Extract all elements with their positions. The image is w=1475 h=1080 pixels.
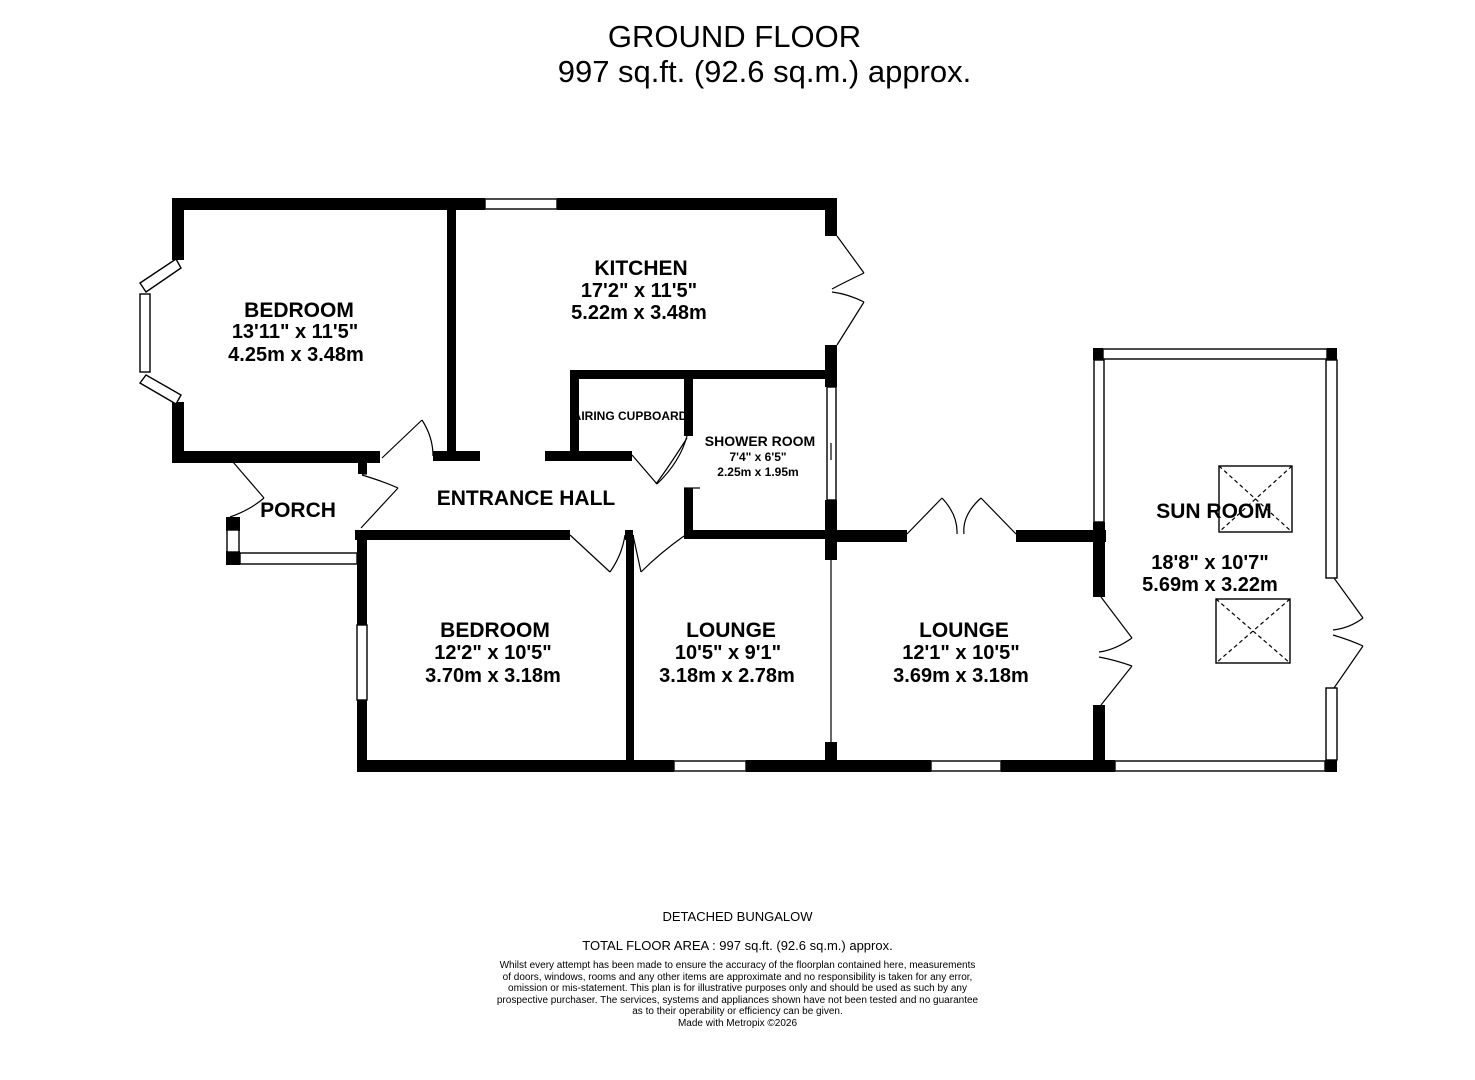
room-dim-imperial: 13'11" x 11'5" bbox=[232, 321, 358, 343]
room-airing-cupboard: AIRING CUPBOARD bbox=[573, 409, 688, 423]
plan-title: GROUND FLOOR bbox=[607, 19, 862, 54]
room-dim-metric: 4.25m x 3.48m bbox=[228, 344, 364, 366]
disclaimer: Whilst every attempt has been made to en… bbox=[496, 960, 979, 1029]
room-name: AIRING CUPBOARD bbox=[573, 409, 688, 423]
room-name: LOUNGE bbox=[686, 619, 776, 642]
room-dim-imperial: 7'4" x 6'5" bbox=[729, 450, 786, 464]
room-bedroom-2: BEDROOM 12'2" x 10'5" 3.70m x 3.18m bbox=[425, 619, 561, 687]
room-dim-metric: 5.22m x 3.48m bbox=[571, 302, 707, 324]
room-sun-room: SUN ROOM 18'8" x 10'7" 5.69m x 3.22m bbox=[1142, 500, 1278, 596]
walls bbox=[172, 198, 1337, 772]
windows bbox=[138, 198, 1338, 772]
room-bedroom-1: BEDROOM 13'11" x 11'5" 4.25m x 3.48m bbox=[228, 299, 364, 366]
room-lounge-2: LOUNGE 12'1" x 10'5" 3.69m x 3.18m bbox=[893, 619, 1029, 687]
room-name: SHOWER ROOM bbox=[705, 433, 815, 449]
room-name: LOUNGE bbox=[919, 619, 1009, 642]
doors bbox=[229, 235, 1364, 706]
room-dim-imperial: 12'1" x 10'5" bbox=[902, 642, 1019, 664]
property-type: DETACHED BUNGALOW bbox=[662, 909, 813, 924]
room-dim-metric: 3.70m x 3.18m bbox=[425, 665, 561, 687]
room-name: ENTRANCE HALL bbox=[437, 487, 616, 510]
room-name: BEDROOM bbox=[244, 299, 354, 322]
room-dim-metric: 3.18m x 2.78m bbox=[659, 665, 795, 687]
room-dim-metric: 2.25m x 1.95m bbox=[717, 465, 798, 479]
room-kitchen: KITCHEN 17'2" x 11'5" 5.22m x 3.48m bbox=[571, 257, 707, 324]
plan-area: 997 sq.ft. (92.6 sq.m.) approx. bbox=[557, 54, 972, 89]
room-lounge-1: LOUNGE 10'5" x 9'1" 3.18m x 2.78m bbox=[659, 619, 795, 687]
room-dim-imperial: 18'8" x 10'7" bbox=[1151, 552, 1268, 574]
room-shower-room: SHOWER ROOM 7'4" x 6'5" 2.25m x 1.95m bbox=[705, 433, 815, 479]
total-floor-area: TOTAL FLOOR AREA : 997 sq.ft. (92.6 sq.m… bbox=[582, 938, 893, 953]
room-dim-metric: 3.69m x 3.18m bbox=[893, 665, 1029, 687]
room-name: BEDROOM bbox=[440, 619, 550, 642]
skylights bbox=[1215, 465, 1293, 664]
room-porch: PORCH bbox=[260, 499, 336, 522]
room-name: KITCHEN bbox=[594, 257, 687, 280]
room-dim-imperial: 12'2" x 10'5" bbox=[434, 642, 551, 664]
room-name: PORCH bbox=[260, 499, 336, 522]
room-dim-metric: 5.69m x 3.22m bbox=[1142, 574, 1278, 596]
room-dim-imperial: 17'2" x 11'5" bbox=[581, 280, 697, 302]
room-dim-imperial: 10'5" x 9'1" bbox=[675, 642, 781, 664]
room-name: SUN ROOM bbox=[1156, 500, 1272, 523]
room-entrance-hall: ENTRANCE HALL bbox=[437, 487, 616, 510]
